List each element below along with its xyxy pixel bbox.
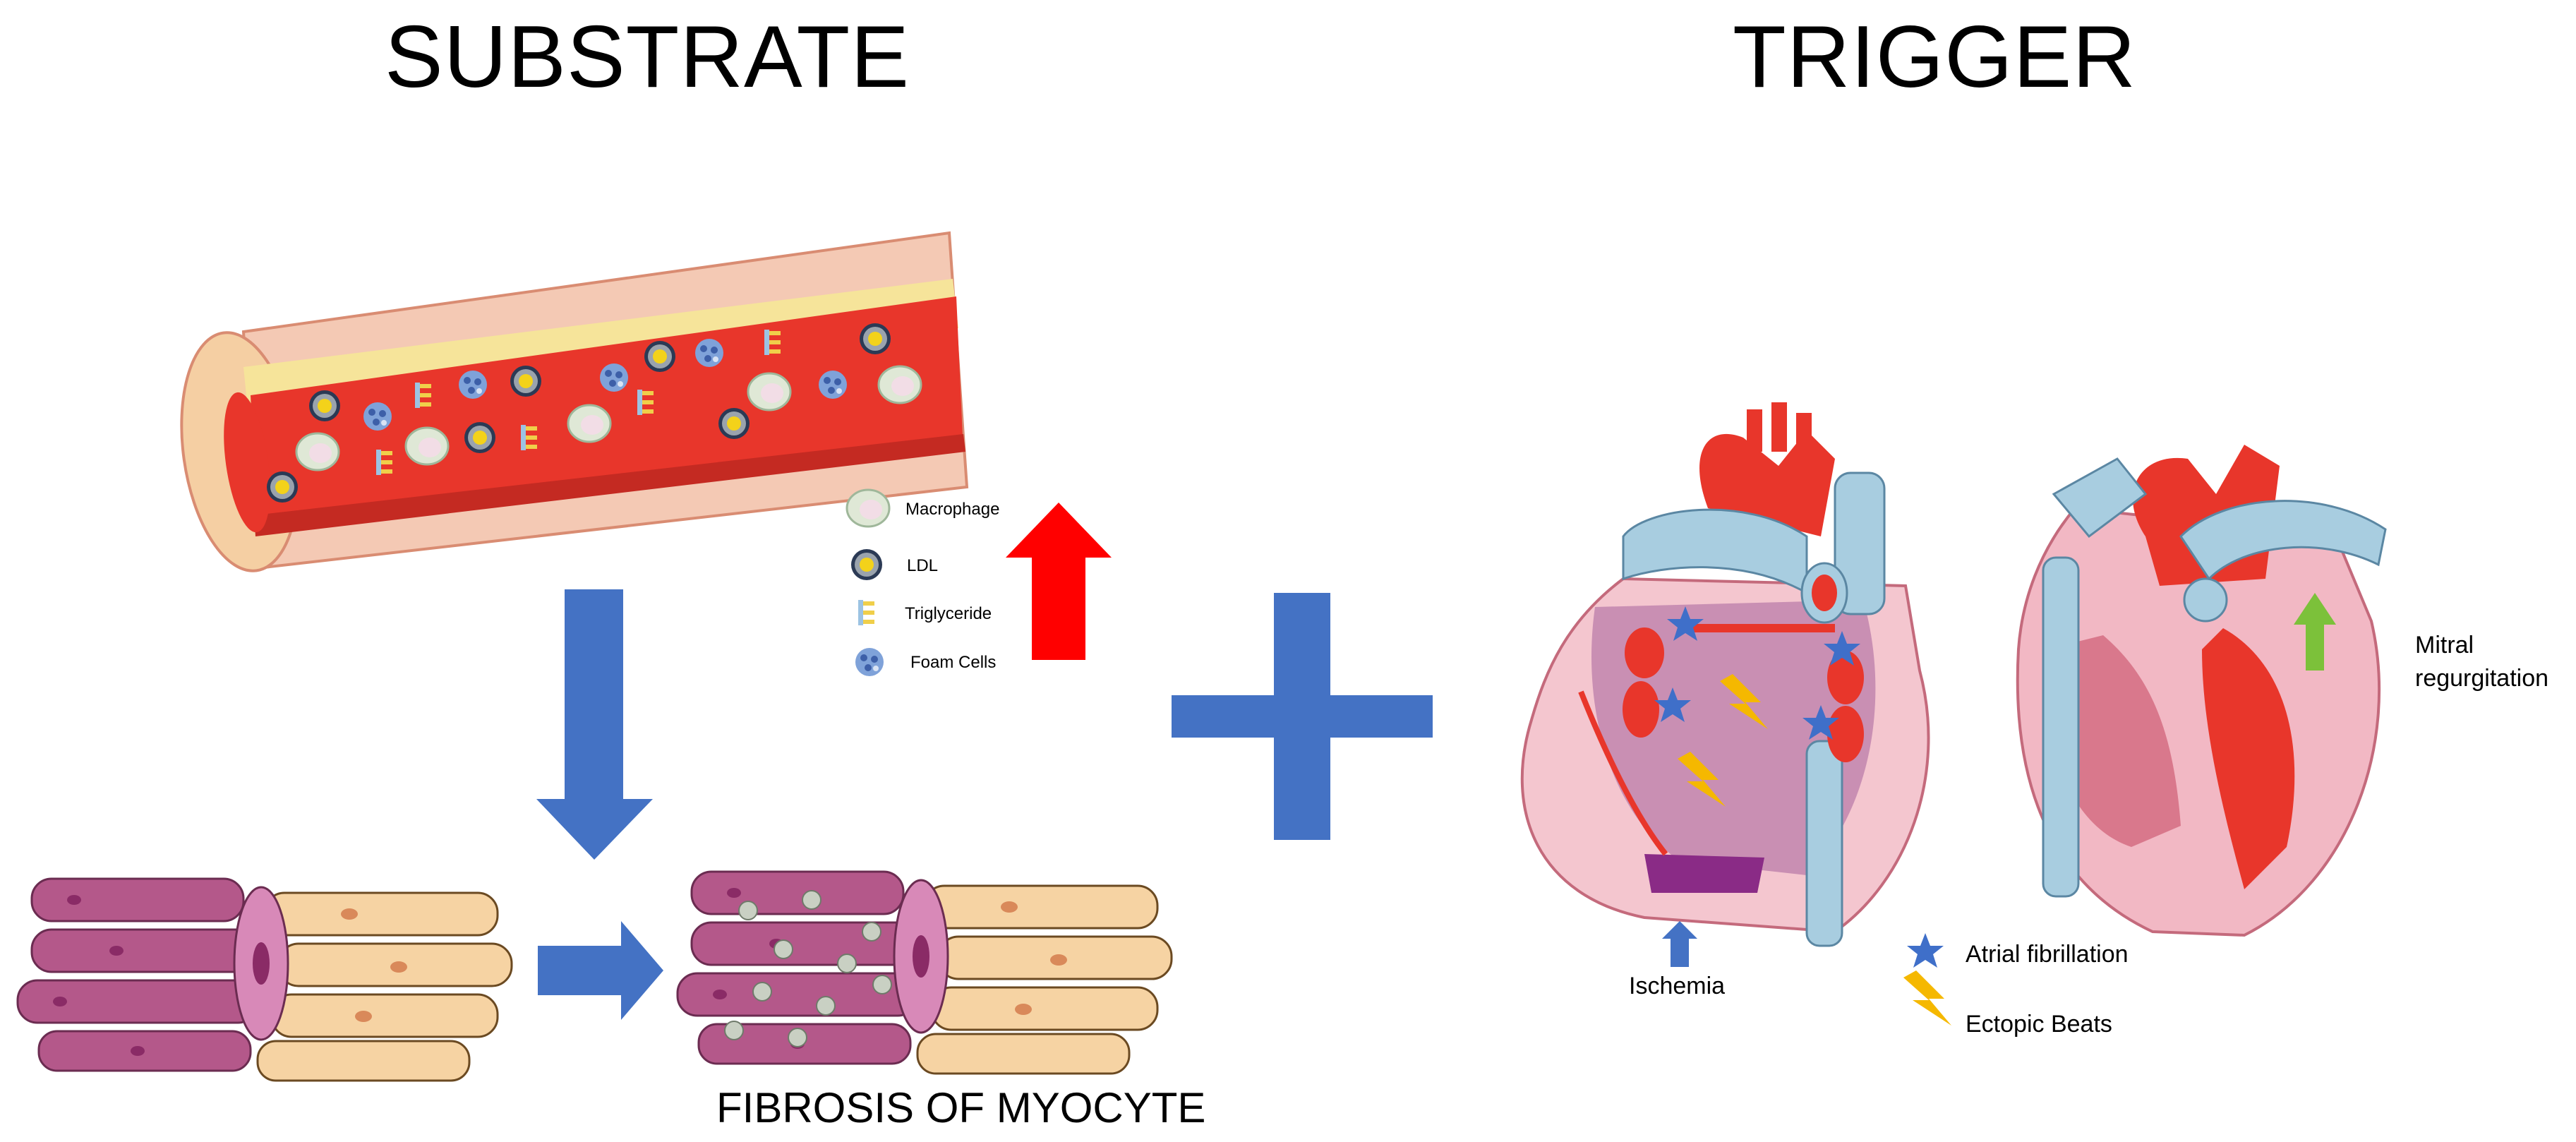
- ectopic-beats-icon: [1903, 970, 1951, 1026]
- regurgitation-arrow-icon: [2294, 593, 2336, 671]
- triglyceride-particle: [415, 383, 431, 408]
- caption-mitral-line2: regurgitation: [2415, 665, 2549, 692]
- right-arrow-icon: [538, 921, 663, 1020]
- ischemia-arrow-icon: [1662, 921, 1697, 967]
- caption-fibrosis: FIBROSIS OF MYOCYTE: [716, 1084, 1206, 1131]
- legend-atrial-fibrillation: Atrial fibrillation: [1966, 941, 2129, 968]
- down-arrow-icon: [536, 589, 653, 860]
- vessel-legend-icons: [845, 488, 891, 676]
- atrial-fibrillation-icon: [1907, 933, 1944, 968]
- myocyte-fibrotic-illustration: [676, 870, 1173, 1075]
- caption-ischemia: Ischemia: [1629, 973, 1726, 999]
- title-substrate: SUBSTRATE: [385, 8, 910, 106]
- legend-triglyceride: Triglyceride: [905, 604, 992, 623]
- legend-ldl: LDL: [907, 556, 939, 575]
- macrophage-particle: [295, 432, 340, 471]
- plus-icon: [1172, 593, 1433, 840]
- foam-cell-particle: [363, 402, 392, 431]
- increase-arrow-icon: [1006, 503, 1112, 660]
- ldl-particle: [309, 390, 340, 421]
- heart-ischemia-illustration: [1520, 402, 1930, 947]
- triglyceride-icon: [858, 600, 874, 625]
- blood-vessel-illustration: [180, 231, 969, 572]
- heart-mitral-illustration: [2016, 445, 2387, 937]
- legend-foam-cells: Foam Cells: [910, 653, 997, 672]
- legend-ectopic-beats: Ectopic Beats: [1966, 1011, 2112, 1038]
- caption-mitral-line1: Mitral: [2415, 632, 2474, 659]
- myocyte-healthy-illustration: [16, 877, 513, 1082]
- ldl-icon: [851, 549, 882, 580]
- macrophage-icon: [845, 488, 891, 528]
- foam-cells-icon: [855, 648, 884, 676]
- legend-macrophage: Macrophage: [905, 500, 1000, 519]
- title-trigger: TRIGGER: [1733, 8, 2136, 106]
